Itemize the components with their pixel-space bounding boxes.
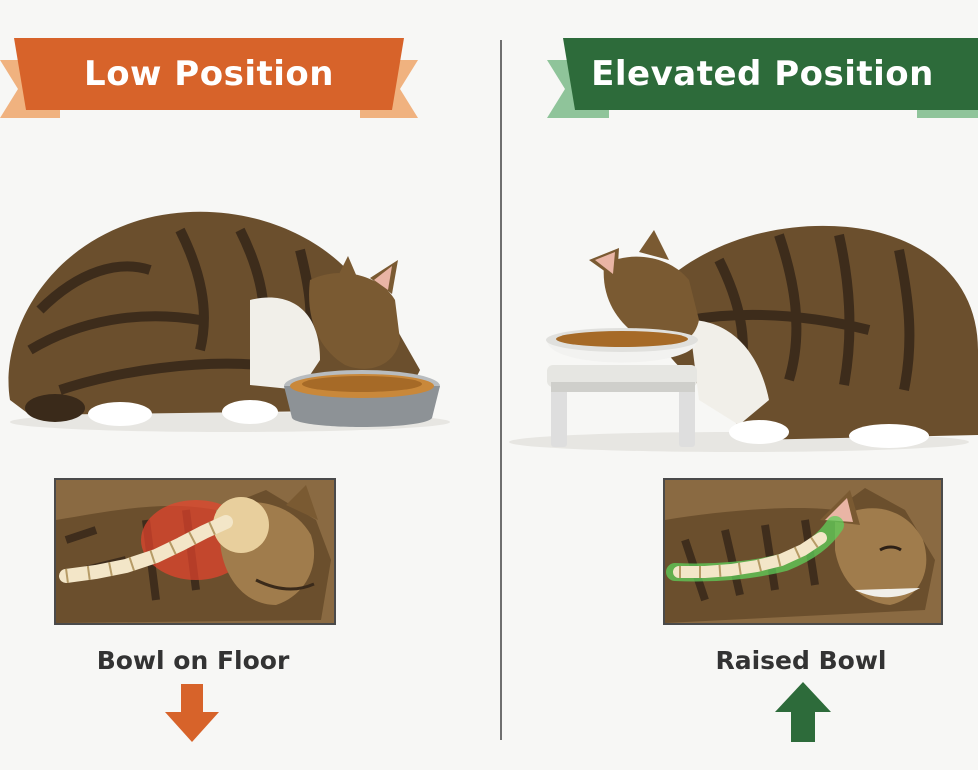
low-position-banner: Low Position: [0, 30, 418, 118]
center-divider: [500, 40, 502, 740]
banner-title: Low Position: [84, 54, 334, 94]
banner-ribbon-shape: [547, 38, 978, 118]
banner-title: Elevated Position: [591, 54, 934, 94]
low-position-panel: Low Position Bowl on Floo: [0, 30, 450, 742]
elevated-position-banner: Elevated Position: [547, 30, 978, 118]
elevated-position-panel: Elevated Position: [489, 0, 978, 770]
banner-ribbon-shape: [0, 38, 418, 118]
arrow-down-icon: [165, 684, 219, 742]
aligned-spine-illustration: [665, 480, 941, 623]
cat-eating-low-illustration: [8, 211, 450, 432]
cat-eating-elevated-illustration: [509, 225, 978, 452]
low-caption: Bowl on Floor: [96, 646, 290, 675]
spine-support-inset: [663, 478, 943, 625]
spine-strain-inset: [54, 478, 336, 625]
elevated-caption: Raised Bowl: [715, 646, 887, 675]
arrow-up-icon: [775, 682, 831, 742]
strained-spine-illustration: [56, 480, 334, 623]
